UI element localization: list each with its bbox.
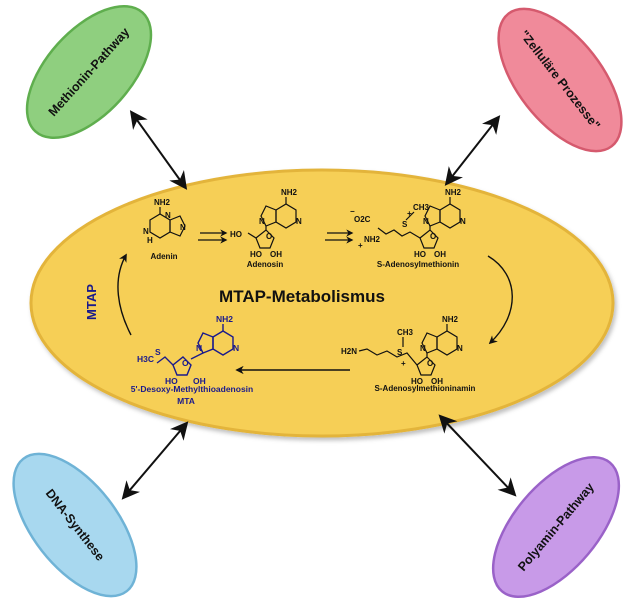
samin-s-plus: +: [401, 359, 406, 368]
sam-n1: N: [423, 217, 429, 226]
adenin-h: H: [147, 236, 153, 245]
mtap-enzyme-label: MTAP: [84, 284, 99, 320]
arrow-methionin: [129, 110, 188, 190]
sam-oh: OH: [434, 250, 446, 259]
sam-nh2: NH2: [445, 188, 462, 197]
adenin-nh2: NH2: [154, 198, 171, 207]
compound-adenin-label: Adenin: [150, 252, 177, 261]
sam-o: O: [430, 232, 436, 241]
compound-adenosin: NH2 N N HO O HO OH: [230, 188, 302, 259]
samin-oh: OH: [431, 377, 443, 386]
samin-s: S: [397, 348, 403, 357]
arrow-mta-to-adenin: [117, 253, 132, 336]
samin-ho: HO: [411, 377, 423, 386]
samin-nh2: NH2: [442, 315, 459, 324]
adenosin-n2: N: [296, 217, 302, 226]
adenosin-n1: N: [259, 217, 265, 226]
sam-amine-plus: +: [358, 241, 363, 250]
mta-oh: OH: [193, 376, 206, 386]
compound-sam-label: S-Adenosylmethionin: [377, 260, 459, 269]
mta-nh2: NH2: [216, 314, 233, 324]
mta-n2: N: [233, 343, 239, 353]
compound-adenin: NH2 N H N N: [143, 198, 186, 245]
compound-mta: NH2 N N O HO OH S H3C: [137, 314, 239, 386]
adenin-n2: N: [165, 211, 171, 220]
adenosin-ho1: HO: [230, 230, 242, 239]
sam-o2c: O2C: [354, 215, 371, 224]
diagram-title: MTAP-Metabolismus: [219, 287, 385, 306]
pathway-dna: DNA-Synthese: [12, 452, 138, 598]
samin-h2n: H2N: [341, 347, 357, 356]
compound-samin-label: S-Adenosylmethioninamin: [375, 384, 476, 393]
compound-samin: NH2 N N O HO OH S + CH3 H2N: [341, 315, 463, 386]
sam-n2: N: [460, 217, 466, 226]
adenin-n1: N: [143, 227, 149, 236]
pathway-dna-shape: [12, 452, 138, 598]
samin-ch3: CH3: [397, 328, 414, 337]
mta-s: S: [155, 347, 161, 357]
samin-n1: N: [420, 344, 426, 353]
sam-amine: NH2: [364, 235, 381, 244]
mta-n1: N: [196, 343, 202, 353]
sam-s: S: [402, 220, 408, 229]
sam-s-plus: +: [407, 209, 412, 218]
pathway-zellulaere-shape: [497, 7, 623, 153]
sam-minus: −: [350, 207, 355, 216]
main-ellipse: [29, 168, 615, 438]
arrow-sam-to-samin: [487, 255, 513, 345]
compound-mta-abbr: MTA: [177, 396, 195, 406]
compound-adenosin-label: Adenosin: [247, 260, 284, 269]
samin-n2: N: [457, 344, 463, 353]
pathway-methionin-shape: [25, 4, 153, 140]
pathway-methionin: Methionin-Pathway: [25, 4, 153, 140]
compound-sam: NH2 N N O HO OH S + CH3 O2C − NH2 +: [350, 188, 466, 259]
adenosin-ho2: HO: [250, 250, 262, 259]
adenosin-oh: OH: [270, 250, 282, 259]
mta-o: O: [182, 358, 189, 368]
arrow-dna: [121, 421, 189, 500]
arrow-zellulaere: [444, 115, 501, 186]
mta-h3c: H3C: [137, 354, 154, 364]
pathway-zellulaere: "Zelluläre Prozesse": [497, 7, 623, 153]
adenosin-nh2: NH2: [281, 188, 298, 197]
mta-ho: HO: [165, 376, 178, 386]
compound-mta-label: 5'-Desoxy-Methylthioadenosin: [131, 384, 253, 394]
pathway-polyamin-shape: [491, 455, 621, 599]
adenosin-o: O: [266, 232, 272, 241]
sam-ho: HO: [414, 250, 426, 259]
adenin-n3: N: [180, 223, 186, 232]
samin-o: O: [427, 359, 433, 368]
pathway-polyamin: Polyamin-Pathway: [491, 455, 621, 599]
sam-ch3: CH3: [413, 203, 430, 212]
arrow-polyamin: [438, 414, 517, 497]
